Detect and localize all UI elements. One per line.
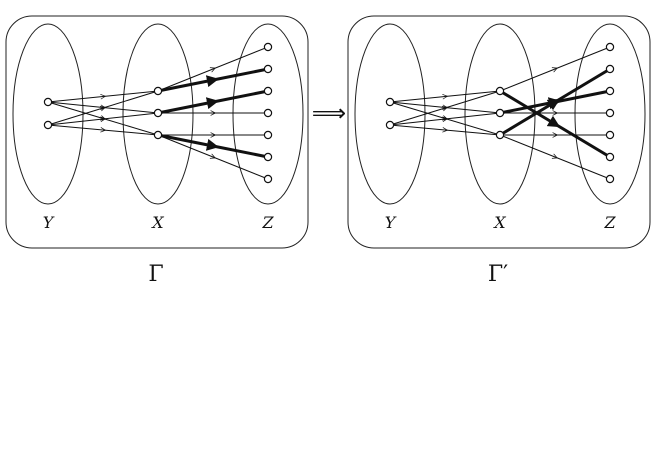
node-x — [495, 108, 505, 118]
node-z — [263, 42, 273, 52]
edge-x-to-z-thick — [157, 133, 269, 159]
graph-frame — [5, 15, 309, 249]
node-z — [605, 64, 615, 74]
edge-y-to-x — [389, 112, 501, 126]
node-z — [605, 130, 615, 140]
graph-gamma-prime: Y X Z Γ′ — [347, 15, 651, 287]
set-label-y: Y — [385, 213, 397, 232]
edges-group — [47, 46, 269, 180]
edge-x-to-z-thick — [157, 67, 269, 93]
set-label-z: Z — [261, 213, 274, 232]
edges-group — [389, 46, 611, 180]
edge-x-to-z — [499, 46, 611, 92]
edge-x-to-z — [499, 134, 611, 180]
edge-y-to-x — [389, 90, 501, 103]
implies-arrow: ⟹ — [312, 99, 346, 127]
graph-caption: Γ — [148, 262, 163, 287]
node-z — [605, 86, 615, 96]
node-z — [605, 174, 615, 184]
node-y — [43, 120, 53, 130]
node-y — [385, 120, 395, 130]
edge-x-to-z-thick — [157, 89, 269, 115]
node-z — [263, 174, 273, 184]
node-y — [43, 97, 53, 107]
set-y-ellipse — [354, 23, 426, 205]
edge-x-to-z-thick — [499, 67, 611, 137]
set-x-ellipse — [122, 23, 194, 205]
edge-y-to-x — [47, 90, 159, 103]
graph-caption: Γ′ — [488, 262, 508, 287]
node-y — [385, 97, 395, 107]
node-z — [263, 64, 273, 74]
node-z — [263, 130, 273, 140]
set-z-ellipse — [232, 23, 304, 205]
node-z — [605, 42, 615, 52]
edge-y-to-x — [47, 112, 159, 126]
edge-y-to-x — [47, 124, 159, 136]
node-x — [495, 130, 505, 140]
edge-y-to-x — [389, 124, 501, 136]
edge-y-to-x — [389, 90, 501, 126]
set-label-y: Y — [43, 213, 55, 232]
node-z — [605, 108, 615, 118]
node-x — [495, 86, 505, 96]
nodes-group — [385, 42, 615, 184]
set-label-z: Z — [603, 213, 616, 232]
set-y-ellipse — [12, 23, 84, 205]
nodes-group — [43, 42, 273, 184]
node-z — [263, 86, 273, 96]
graph-frame — [347, 15, 651, 249]
edge-x-to-z — [157, 46, 269, 92]
node-x — [153, 130, 163, 140]
node-x — [153, 86, 163, 96]
edge-y-to-x — [47, 90, 159, 126]
graph-gamma: Y X Z Γ — [5, 15, 309, 287]
edge-x-to-z-thick — [499, 89, 611, 159]
set-label-x: X — [150, 213, 164, 232]
edge-x-to-z — [157, 134, 269, 180]
node-z — [263, 108, 273, 118]
node-z — [263, 152, 273, 162]
node-z — [605, 152, 615, 162]
set-z-ellipse — [574, 23, 646, 205]
node-x — [153, 108, 163, 118]
set-label-x: X — [492, 213, 506, 232]
